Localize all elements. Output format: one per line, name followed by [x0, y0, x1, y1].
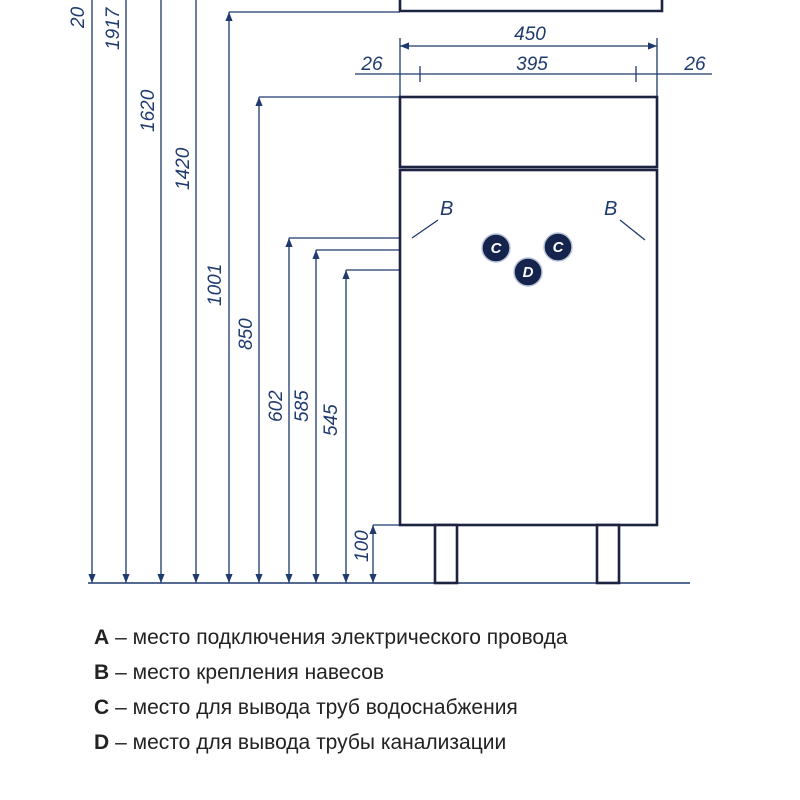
- dim-label-395: 395: [516, 54, 548, 75]
- dim-label-585: 585: [292, 390, 313, 422]
- cabinet-top-section: [398, 95, 659, 169]
- c-right-label: C: [553, 239, 565, 256]
- b-right-label: B: [604, 198, 617, 220]
- legend-key: A: [94, 626, 110, 649]
- c-left-circle: [481, 233, 511, 263]
- dim-label-20: 20: [68, 6, 89, 29]
- legend-key: D: [94, 731, 110, 754]
- legend-text: – место крепления навесов: [115, 661, 385, 684]
- d-label: D: [523, 264, 534, 281]
- dim-label-450: 450: [514, 24, 546, 45]
- legend: A– место подключения электрического пров…: [94, 620, 774, 760]
- dim-label-602: 602: [266, 390, 287, 422]
- cabinet-leg-right: [595, 523, 621, 585]
- dim-label-1917: 1917: [103, 6, 124, 50]
- legend-text: – место для вывода труб водоснабжения: [115, 696, 518, 719]
- dim-label-100: 100: [352, 530, 373, 562]
- b-left-leader: [411, 219, 439, 239]
- dim-label-26-left: 26: [360, 54, 383, 75]
- d-circle: [513, 257, 543, 287]
- legend-row-a: A– место подключения электрического пров…: [94, 620, 774, 655]
- dim-label-1620: 1620: [138, 89, 159, 132]
- upper-unit-edge: [398, 0, 664, 13]
- c-left-label: C: [491, 240, 503, 257]
- legend-row-c: C– место для вывода труб водоснабжения: [94, 690, 774, 725]
- dim-label-26-right: 26: [683, 54, 706, 75]
- legend-key: C: [94, 696, 110, 719]
- dim-label-1001: 1001: [205, 264, 226, 306]
- b-right-leader: [619, 219, 646, 241]
- legend-key: B: [94, 661, 110, 684]
- legend-text: – место подключения электрического прово…: [115, 626, 568, 649]
- cabinet-lower-body: [398, 168, 659, 527]
- dim-label-1420: 1420: [173, 147, 194, 190]
- dim-label-545: 545: [321, 404, 342, 436]
- c-right-circle: [543, 232, 573, 262]
- dim-label-850: 850: [236, 318, 257, 350]
- cabinet-leg-left: [433, 523, 459, 585]
- c-right-marker: C: [543, 232, 573, 262]
- b-left-label: B: [440, 198, 453, 220]
- cabinet-drawing: 20 1917 1620 1420 1001 850 602 585 545 1…: [68, 0, 712, 585]
- c-left-marker: C: [481, 233, 511, 263]
- legend-row-d: D– место для вывода трубы канализации: [94, 725, 774, 760]
- legend-row-b: B– место крепления навесов: [94, 655, 774, 690]
- d-marker: D: [513, 257, 543, 287]
- legend-text: – место для вывода трубы канализации: [115, 731, 507, 754]
